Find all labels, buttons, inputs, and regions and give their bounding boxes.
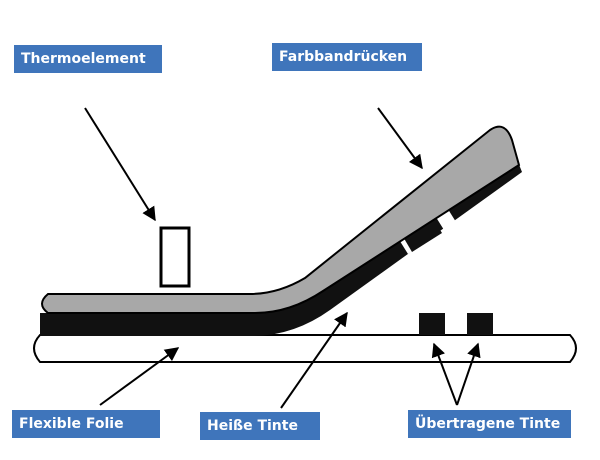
thermoelement-label: Thermoelement [14,45,162,73]
ribbon-back-label: Farbbandrücken [272,43,422,71]
ribbon-back-arrow [377,107,423,170]
flexible-film-arrow [99,347,180,406]
ink-piece [402,217,442,252]
transferred-ink-label: Übertragene Tinte [408,410,571,438]
hot-ink-label: Heiße Tinte [200,412,320,440]
transferred-ink-arrow-right [456,342,481,406]
thermoelement-arrow [84,107,156,222]
flexible-film-label: Flexible Folie [12,410,160,438]
flexible-film [33,334,577,363]
transferred-ink-square [467,313,493,335]
hot-ink-arrow [280,311,348,409]
transferred-ink-arrow-left [431,342,458,406]
transferred-ink-square [419,313,445,335]
thermoelement-block [159,226,191,288]
ribbon-back [41,125,521,314]
